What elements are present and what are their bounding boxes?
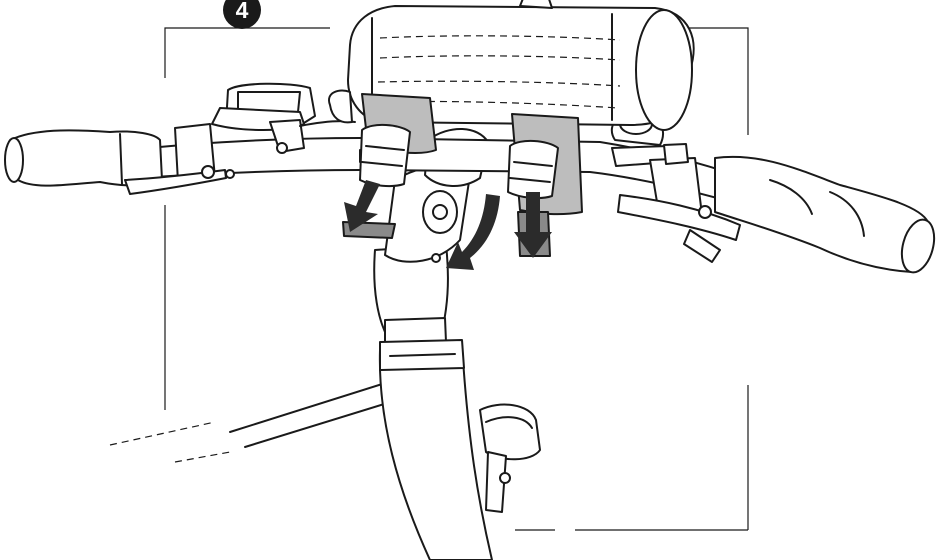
step-marker: 4 bbox=[223, 0, 261, 29]
right-grip bbox=[714, 155, 936, 274]
bike-frame-tube bbox=[109, 344, 493, 560]
head-tube bbox=[373, 244, 465, 371]
callout-frame bbox=[164, 27, 749, 531]
handlebar-bag bbox=[328, 0, 695, 131]
strap-pull-arrow-left-icon bbox=[344, 180, 380, 232]
headlight bbox=[479, 403, 541, 513]
rotate-arrow-icon bbox=[446, 194, 500, 270]
left-grip bbox=[4, 129, 163, 187]
strap-pull-arrow-right-icon bbox=[514, 192, 552, 258]
left-brake-lever bbox=[124, 123, 235, 195]
right-brake-lever bbox=[617, 143, 741, 263]
display-unit bbox=[211, 82, 356, 154]
left-strap bbox=[342, 93, 437, 239]
step-number-label: 4 bbox=[236, 0, 249, 23]
